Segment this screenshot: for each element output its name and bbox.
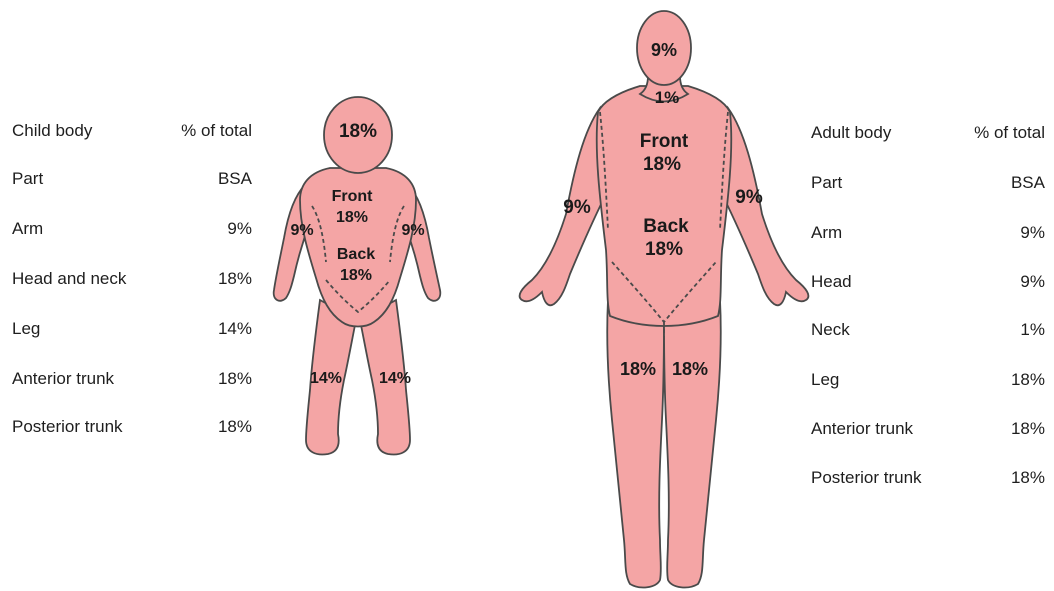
adult-front-label: Front xyxy=(640,131,689,152)
adult-back-label: Back xyxy=(643,216,689,237)
child-front-label: Front xyxy=(332,188,374,205)
adult-right-arm xyxy=(720,108,808,305)
adult-head-label: 9% xyxy=(651,40,677,60)
adult-left-arm-label: 9% xyxy=(563,197,591,218)
child-right-leg-label: 14% xyxy=(379,370,411,387)
child-left-arm-label: 9% xyxy=(290,222,313,239)
adult-back-value: 18% xyxy=(645,239,683,260)
adult-right-leg xyxy=(664,300,721,587)
adult-right-arm-label: 9% xyxy=(735,187,763,208)
adult-torso xyxy=(597,86,732,326)
adult-left-leg xyxy=(607,300,664,587)
child-back-value: 18% xyxy=(340,267,372,284)
child-back-label: Back xyxy=(337,246,375,263)
child-front-value: 18% xyxy=(336,209,368,226)
child-head-label: 18% xyxy=(339,121,377,142)
adult-neck-label: 1% xyxy=(655,88,680,107)
child-left-leg-label: 14% xyxy=(310,370,342,387)
adult-left-leg-label: 18% xyxy=(620,359,656,379)
adult-front-value: 18% xyxy=(643,154,681,175)
adult-right-leg-label: 18% xyxy=(672,359,708,379)
child-right-arm-label: 9% xyxy=(401,222,424,239)
